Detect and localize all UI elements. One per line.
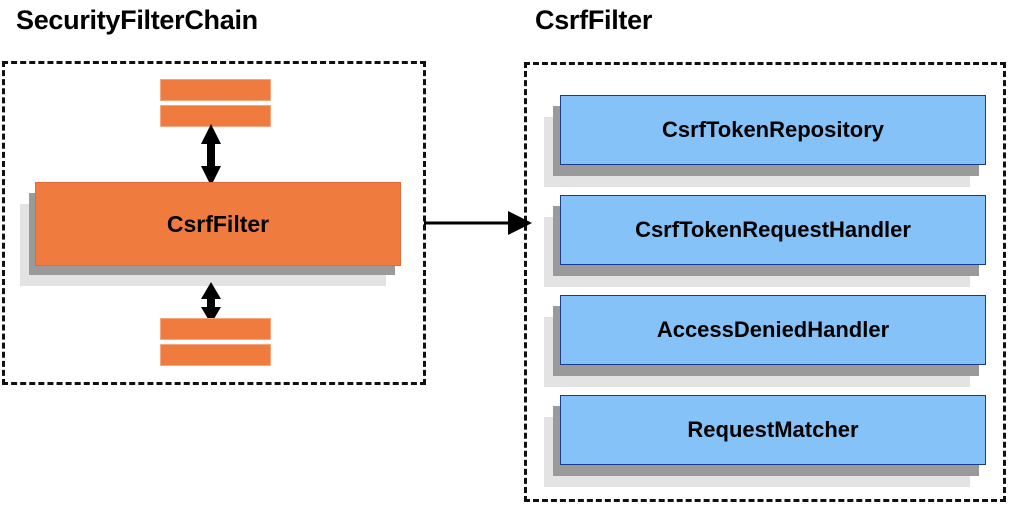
panel-title-security-filter-chain: SecurityFilterChain	[16, 5, 258, 35]
collaborator-label-csrf-token-repository: CsrfTokenRepository	[661, 117, 885, 142]
filter-bar-top-1	[160, 79, 271, 101]
collaborator-block-access-denied-handler[interactable]: AccessDeniedHandler	[560, 295, 986, 365]
csrf-filter-block[interactable]: CsrfFilter	[35, 182, 401, 266]
panel-csrf-filter	[524, 62, 1006, 502]
collaborator-label-request-matcher: RequestMatcher	[687, 417, 859, 442]
collaborator-label-access-denied-handler: AccessDeniedHandler	[656, 317, 890, 342]
filter-bar-top-2	[160, 105, 271, 127]
collaborator-group-csrf-token-request-handler: CsrfTokenRequestHandler	[544, 195, 1006, 287]
collaborator-block-csrf-token-repository[interactable]: CsrfTokenRepository	[560, 95, 986, 165]
collaborator-group-csrf-token-repository: CsrfTokenRepository	[544, 95, 1006, 187]
double-headed-arrow-top-icon	[201, 124, 221, 186]
csrf-filter-block-group: CsrfFilter	[20, 182, 416, 286]
filter-bar-bottom-2	[160, 344, 271, 366]
panel-title-csrf-filter: CsrfFilter	[535, 5, 653, 35]
csrf-filter-block-label: CsrfFilter	[166, 210, 270, 237]
collaborator-label-csrf-token-request-handler: CsrfTokenRequestHandler	[635, 217, 911, 242]
double-headed-arrow-bottom-icon	[201, 282, 221, 324]
filter-bar-bottom-1	[160, 318, 271, 340]
collaborator-group-request-matcher: RequestMatcher	[544, 395, 1006, 487]
collaborator-group-access-denied-handler: AccessDeniedHandler	[544, 295, 1006, 387]
collaborator-block-csrf-token-request-handler[interactable]: CsrfTokenRequestHandler	[560, 195, 986, 265]
collaborator-block-request-matcher[interactable]: RequestMatcher	[560, 395, 986, 465]
expand-arrow-icon	[424, 211, 532, 235]
